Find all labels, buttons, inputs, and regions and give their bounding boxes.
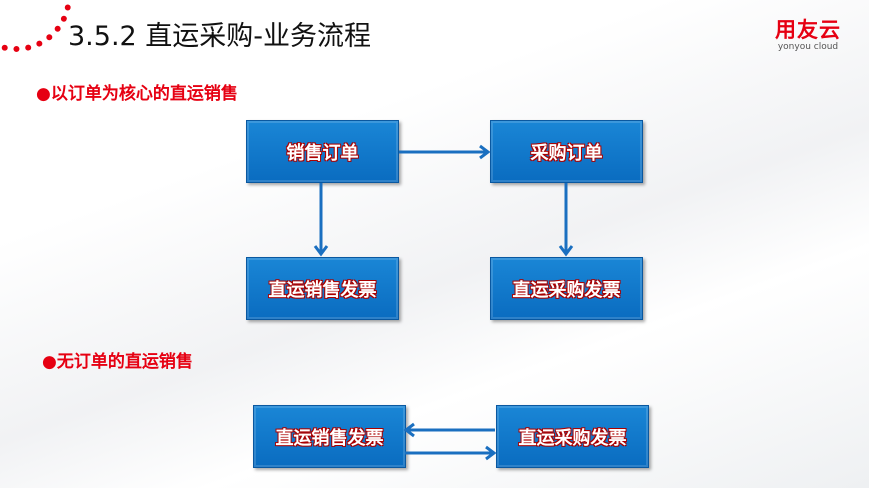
section2-heading: ●无订单的直运销售 [42, 352, 193, 372]
box-sales-invoice: 直运销售发票 [246, 257, 399, 320]
brand-logo: 用友云 yonyou cloud [775, 14, 841, 52]
box-purchase-invoice: 直运采购发票 [490, 257, 643, 320]
arrow-right-1 [399, 144, 491, 160]
arrow-right-2 [405, 445, 497, 461]
arrow-down-1 [313, 183, 329, 257]
page-title: 3.5.2 直运采购-业务流程 [68, 21, 372, 52]
arrow-left-2 [403, 422, 495, 438]
section1-heading: ●以订单为核心的直运销售 [36, 84, 238, 104]
arrow-down-2 [558, 183, 574, 257]
logo-cn: 用友云 [775, 18, 841, 42]
logo-en: yonyou cloud [777, 42, 839, 52]
box-purchase-invoice-2: 直运采购发票 [496, 405, 649, 468]
box-sales-order: 销售订单 [246, 120, 399, 183]
box-sales-invoice-2: 直运销售发票 [253, 405, 406, 468]
box-purchase-order: 采购订单 [490, 120, 643, 183]
